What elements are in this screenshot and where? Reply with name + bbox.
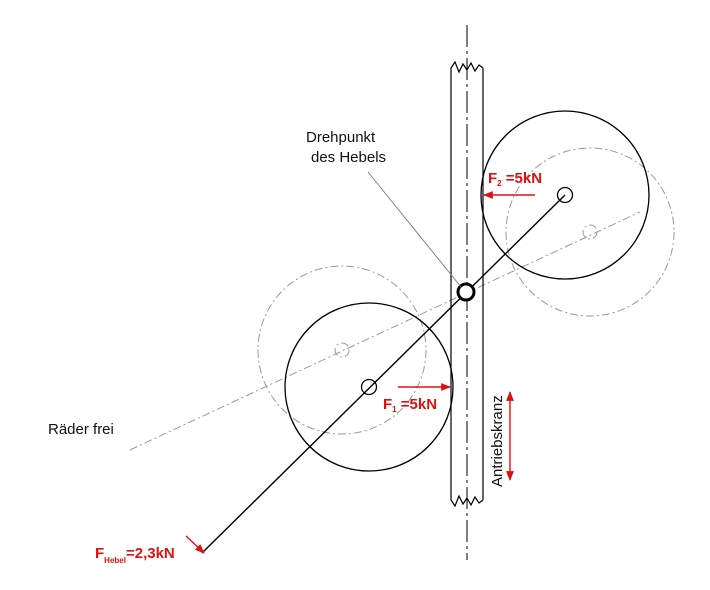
force-arrow-lever — [185, 535, 205, 554]
ghost-hub-lower — [334, 342, 350, 358]
force-label-f2: F2 =5kN — [488, 170, 542, 188]
force-f2-symbol: F — [488, 170, 497, 187]
wheel-lower — [284, 302, 454, 472]
ghost-lever-line — [129, 211, 641, 451]
force-f2-subscript: 2 — [497, 179, 502, 188]
lever-line — [201, 194, 566, 554]
force-label-lever: FHebel=2,3kN — [95, 545, 175, 565]
ghost-released-position — [129, 147, 675, 451]
pivot-label-line2: des Hebels — [311, 149, 386, 166]
force-f1-value: =5kN — [397, 396, 437, 413]
ghost-hub-upper — [582, 224, 598, 240]
force-lever-symbol: F — [95, 545, 104, 562]
hub-lower — [360, 378, 378, 396]
wheel-upper — [480, 110, 650, 280]
pivot-leader-line — [367, 171, 462, 288]
force-f2-value: =5kN — [502, 170, 542, 187]
force-label-f1: F1 =5kN — [383, 396, 437, 414]
drive-ring-label: Antriebskranz — [489, 395, 506, 487]
force-lever-subscript: Hebel — [104, 556, 126, 565]
force-f1-subscript: 1 — [392, 405, 397, 414]
wheels-free-label: Räder frei — [48, 421, 114, 438]
ghost-wheel-lower — [257, 265, 427, 435]
hub-upper — [556, 186, 574, 204]
ghost-wheel-upper — [505, 147, 675, 317]
pivot-point — [456, 282, 476, 302]
force-arrows — [185, 191, 535, 554]
wheels-engaged — [284, 110, 650, 472]
pivot-label-line1: Drehpunkt — [306, 129, 376, 146]
force-f1-symbol: F — [383, 396, 392, 413]
force-lever-value: =2,3kN — [126, 545, 175, 562]
